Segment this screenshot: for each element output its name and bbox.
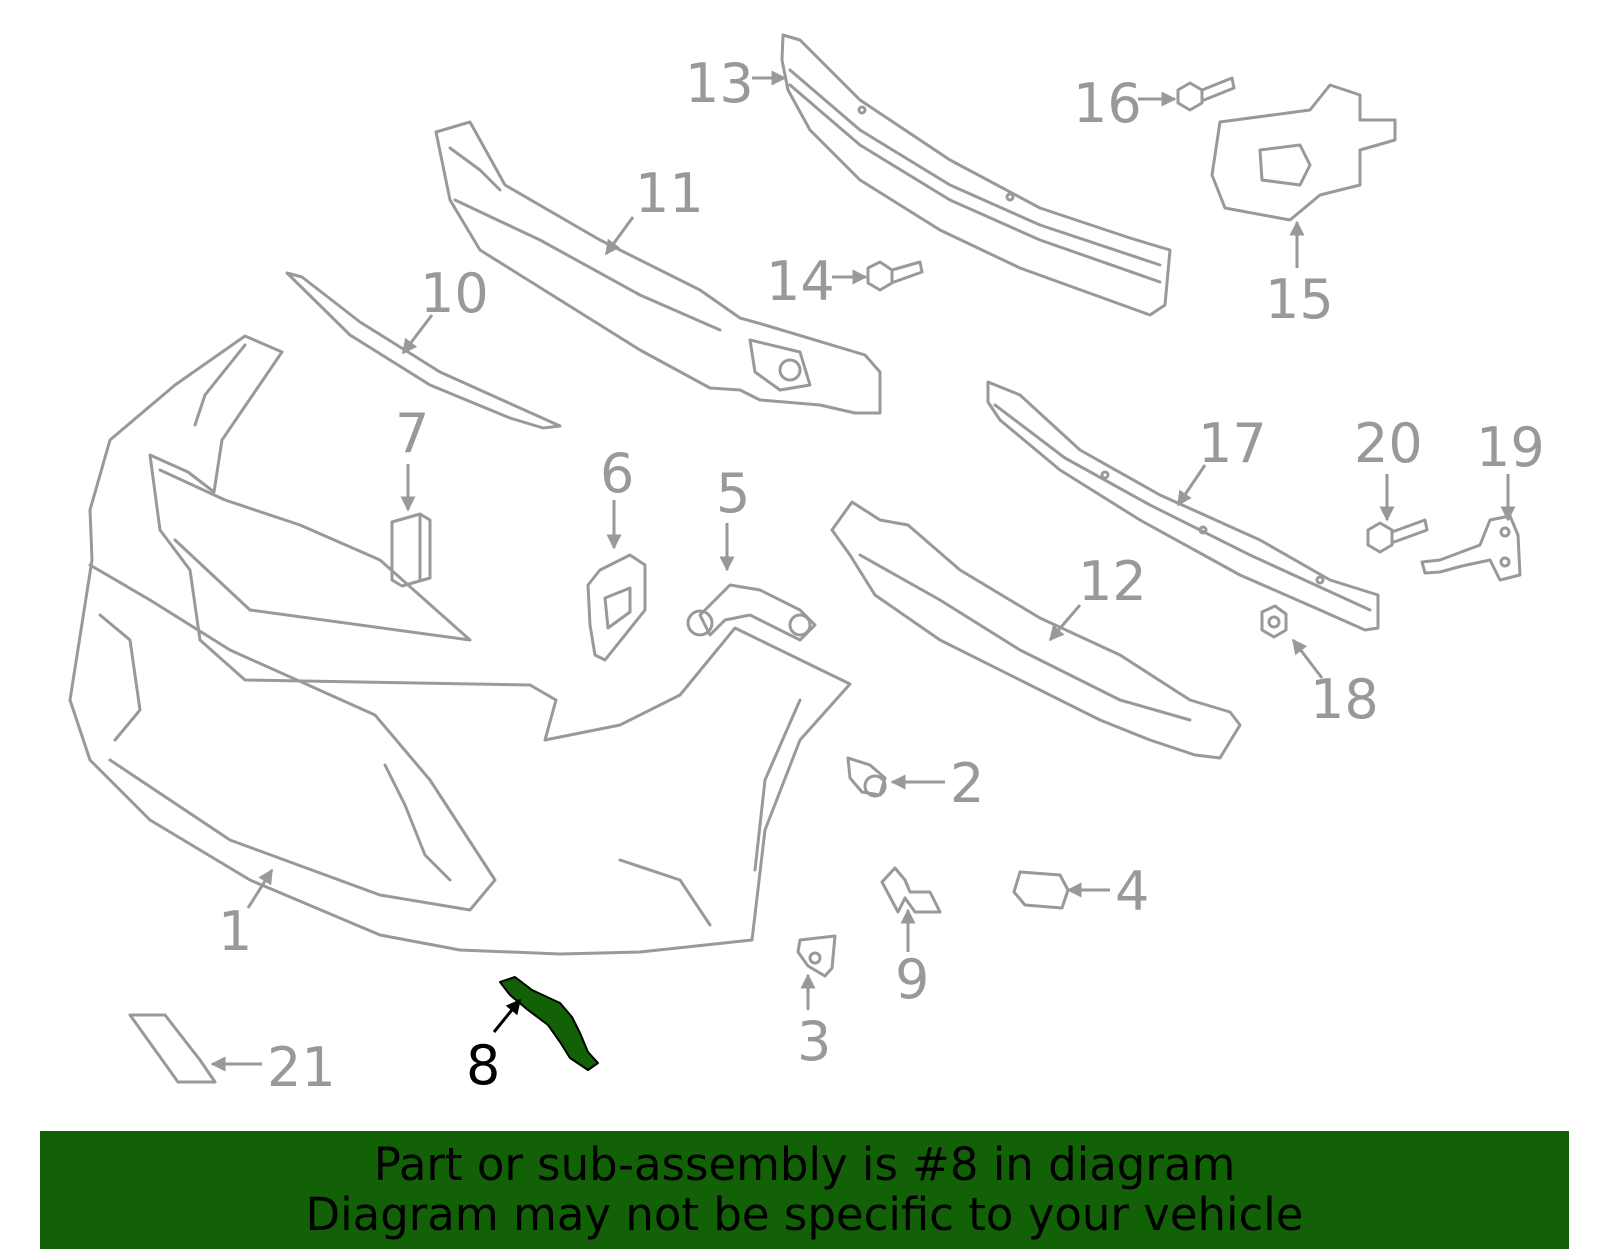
part-3-retainer (796, 934, 837, 978)
leader-arrows (210, 70, 1516, 1072)
callout-8: 8 (466, 1034, 500, 1097)
part-7-pad (390, 512, 432, 588)
callout-10: 10 (420, 262, 489, 325)
part-9-bracket (880, 866, 942, 914)
callout-4: 4 (1115, 860, 1149, 923)
callout-20: 20 (1354, 412, 1423, 475)
part-16-bolt (1176, 76, 1236, 112)
part-13-reinforcement (780, 33, 1172, 317)
callout-21: 21 (267, 1036, 336, 1099)
callout-16: 16 (1073, 72, 1142, 135)
callout-6: 6 (600, 442, 634, 505)
callout-3: 3 (797, 1010, 831, 1073)
callout-18: 18 (1310, 668, 1379, 731)
callout-2: 2 (950, 752, 984, 815)
part-2-clip (846, 756, 887, 798)
part-8-highlighted-bracket (499, 976, 599, 1071)
callout-1: 1 (218, 900, 252, 963)
part-18-nut (1260, 604, 1288, 639)
callout-5: 5 (716, 462, 750, 525)
part-10-strip (285, 271, 562, 430)
parts-diagram: 1 2 3 4 5 6 7 8 9 10 11 12 13 14 15 16 1… (68, 33, 1545, 1099)
callout-9: 9 (895, 948, 929, 1011)
banner-line-1: Part or sub-assembly is #8 in diagram (373, 1138, 1236, 1191)
callout-15: 15 (1265, 268, 1334, 331)
part-6-bracket (586, 553, 647, 662)
callout-13: 13 (685, 52, 754, 115)
part-19-bracket (1420, 514, 1522, 582)
part-15-bracket (1210, 83, 1397, 222)
callout-17: 17 (1198, 412, 1267, 475)
info-banner: Part or sub-assembly is #8 in diagram Di… (40, 1131, 1569, 1249)
part-20-bolt (1366, 518, 1429, 554)
callout-19: 19 (1476, 416, 1545, 479)
part-12-absorber (830, 500, 1242, 760)
part-1-bumper-cover (68, 334, 852, 956)
part-14-bolt (866, 260, 924, 292)
callout-11: 11 (635, 162, 704, 225)
part-4-cap (1012, 870, 1070, 910)
callout-7: 7 (395, 402, 429, 465)
banner-line-2: Diagram may not be specific to your vehi… (305, 1188, 1304, 1241)
callout-12: 12 (1078, 550, 1147, 613)
callout-14: 14 (766, 250, 835, 313)
part-21-trim (128, 1013, 217, 1084)
part-5-link-bracket (686, 583, 817, 642)
part-17-reinforcement-bar (986, 380, 1380, 632)
